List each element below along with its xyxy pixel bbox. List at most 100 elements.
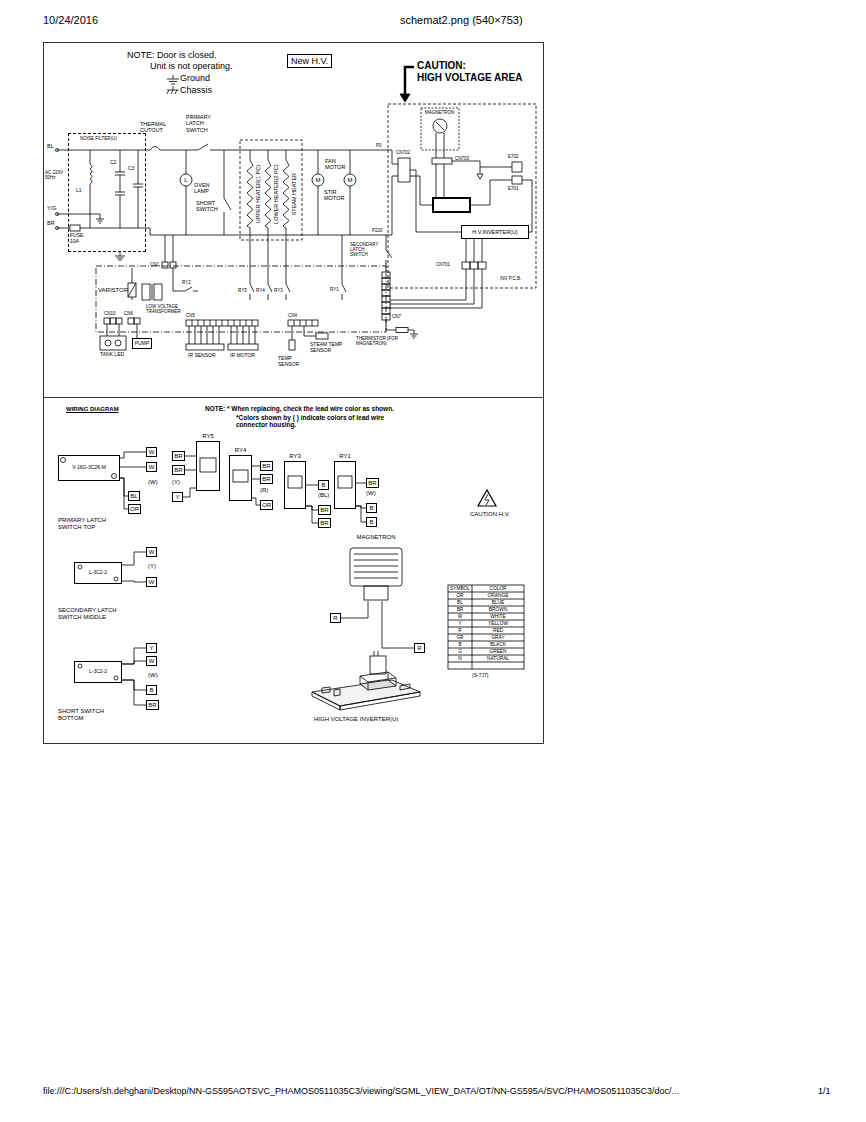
caution-sign bbox=[478, 490, 496, 506]
lead-wire bbox=[306, 485, 318, 486]
wire-color-box: PUMP bbox=[132, 338, 152, 349]
inverter-drawing bbox=[360, 680, 396, 690]
motor-symbol bbox=[312, 174, 324, 186]
label-text: THERMISTOR (FOR MAGNETRON) bbox=[356, 336, 406, 346]
lead-wire bbox=[356, 506, 366, 522]
magnetron-part: MAGNETRON bbox=[338, 534, 414, 601]
ground-symbol bbox=[115, 252, 125, 260]
wire-color-box: OR bbox=[128, 504, 141, 514]
heater-symbol bbox=[283, 150, 290, 300]
node-text: BR bbox=[320, 507, 328, 514]
sensor-connector bbox=[186, 344, 224, 350]
connector bbox=[294, 320, 312, 326]
page-frame bbox=[44, 43, 544, 744]
terminal bbox=[56, 149, 59, 152]
wire-color-box: B bbox=[366, 517, 377, 527]
label-text: CN10 bbox=[104, 311, 116, 316]
wire-color-box: BR bbox=[172, 465, 185, 475]
label-text: (Y) bbox=[172, 479, 180, 486]
lead-wire bbox=[122, 552, 146, 565]
wire-color-box: BL bbox=[128, 491, 140, 501]
label-text: BL bbox=[47, 143, 54, 149]
sensor-wire bbox=[189, 326, 255, 344]
terminal bbox=[512, 162, 522, 172]
node-text: W bbox=[149, 449, 155, 456]
label-text: RY1 bbox=[330, 287, 339, 292]
sensor-symbol bbox=[289, 340, 295, 350]
node-text: BR bbox=[262, 476, 270, 483]
label-text: SYMBOL bbox=[450, 586, 470, 592]
label-text: RED bbox=[493, 628, 503, 634]
label-text: RY3 bbox=[274, 288, 283, 293]
lead-wire bbox=[356, 483, 366, 484]
plug-drawing bbox=[370, 656, 386, 674]
wire-color-box: New H.V. bbox=[287, 54, 332, 68]
magnetron-drawing bbox=[364, 586, 388, 600]
label-text: WHITE bbox=[490, 614, 505, 620]
node-text: RY5 bbox=[202, 433, 214, 440]
wire bbox=[410, 170, 461, 232]
label-text: NOTE: Door is closed. bbox=[127, 50, 217, 60]
inverter-drawing bbox=[322, 684, 410, 696]
label-text: WIRING DIAGRAM bbox=[66, 406, 119, 413]
label-text: GRAY bbox=[491, 635, 504, 641]
connector bbox=[134, 318, 140, 324]
lead-wire bbox=[382, 601, 414, 648]
node-text: BL bbox=[130, 493, 137, 500]
label-text: IR SENSOR bbox=[188, 353, 216, 359]
node-text: B bbox=[369, 519, 373, 526]
lead-wire bbox=[120, 478, 128, 509]
label-text: BL bbox=[457, 600, 463, 606]
motor-wire bbox=[318, 150, 350, 235]
label-text: STEAM TEMP SENSOR bbox=[310, 342, 350, 354]
node-text: B bbox=[149, 687, 153, 694]
label-text: SECONDARY LATCH SWITCH bbox=[350, 242, 380, 258]
node-text: BR bbox=[368, 480, 376, 487]
connector bbox=[432, 158, 452, 164]
node-text: W bbox=[149, 658, 155, 665]
node-text: H.V.INVERTER(U) bbox=[472, 229, 518, 235]
lead-wire bbox=[306, 506, 318, 523]
node-text: Y bbox=[149, 645, 153, 652]
node-text: PUMP bbox=[135, 341, 149, 347]
varistor-symbol bbox=[128, 268, 136, 300]
label-text: CN5 bbox=[186, 313, 195, 318]
color-table bbox=[448, 585, 524, 669]
thermistor-symbol bbox=[386, 320, 418, 338]
switch-body bbox=[78, 664, 82, 668]
label-text: (S-7J7) bbox=[472, 673, 488, 679]
label-text: G bbox=[458, 649, 462, 655]
lead-wire bbox=[122, 648, 146, 664]
connector bbox=[110, 318, 116, 324]
connector bbox=[104, 318, 110, 324]
wire bbox=[390, 239, 482, 308]
wire bbox=[107, 324, 137, 338]
plug-drawing bbox=[374, 651, 378, 656]
wire-color-box: W bbox=[146, 577, 157, 587]
label-text: AC 220V 50Hz bbox=[45, 170, 65, 180]
lead-wire bbox=[120, 452, 146, 458]
label-text: C2 bbox=[110, 160, 116, 166]
magnetron-drawing bbox=[354, 554, 398, 578]
label-text: TEMP SENSOR bbox=[278, 356, 304, 368]
label-text: CAUTION:H.V. bbox=[470, 511, 510, 518]
wire-color-box: B bbox=[366, 503, 377, 513]
divider bbox=[44, 397, 544, 398]
transformer-symbol bbox=[142, 284, 150, 300]
label-text: Chassis bbox=[180, 85, 212, 95]
connector bbox=[192, 320, 252, 326]
node-text: R bbox=[333, 615, 337, 622]
label-text: VARISTOR bbox=[98, 287, 128, 294]
wire-color-box: W bbox=[146, 447, 157, 457]
switch-body bbox=[112, 474, 117, 479]
label-text: NATURAL bbox=[487, 656, 509, 662]
relay-connector: RY4 bbox=[229, 455, 252, 501]
label-text: RY4 bbox=[256, 288, 265, 293]
hv-area bbox=[388, 104, 536, 288]
label-text: W bbox=[458, 614, 463, 620]
label-text: Unit is not operating. bbox=[150, 61, 233, 71]
motor-connector bbox=[228, 344, 258, 350]
node-text: OR bbox=[262, 502, 271, 509]
label-text: CN6 bbox=[124, 311, 133, 316]
